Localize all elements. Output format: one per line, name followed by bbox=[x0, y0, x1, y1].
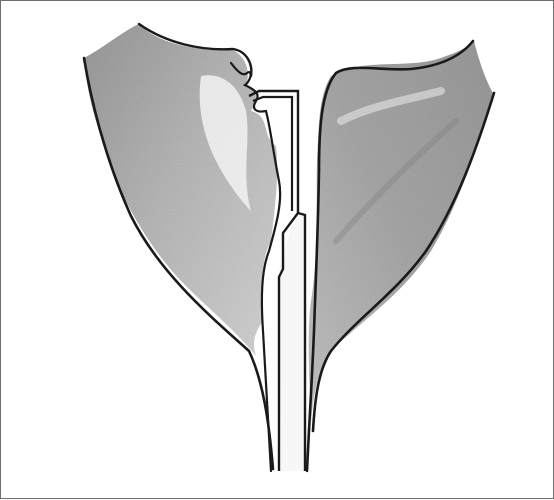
left-lobe-fill bbox=[84, 24, 277, 356]
left-lobe bbox=[84, 24, 277, 469]
right-lobe bbox=[307, 41, 494, 471]
